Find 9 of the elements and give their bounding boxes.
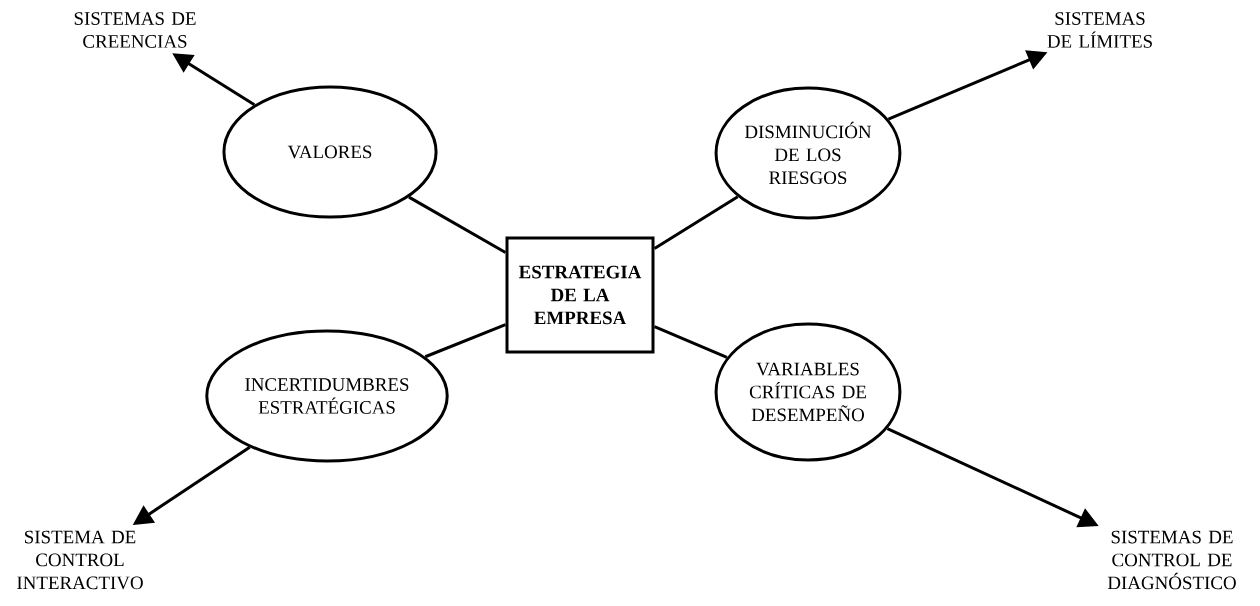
system-label: SISTEMAS DE LÍMITES [1047,12,1152,48]
connector-line [424,323,507,359]
system-label: SISTEMAS DE CONTROL DE DIAGNÓSTICO [1107,530,1236,590]
connector-line [653,325,728,359]
strategy-box: ESTRATEGIA DE LA EMPRESA [505,236,655,354]
system-label: SISTEMAS DE CREENCIAS [74,12,196,48]
connector-line [408,195,507,254]
system-label: SISTEMA DE CONTROL INTERACTIVO [17,530,143,590]
connector-line [653,195,739,250]
